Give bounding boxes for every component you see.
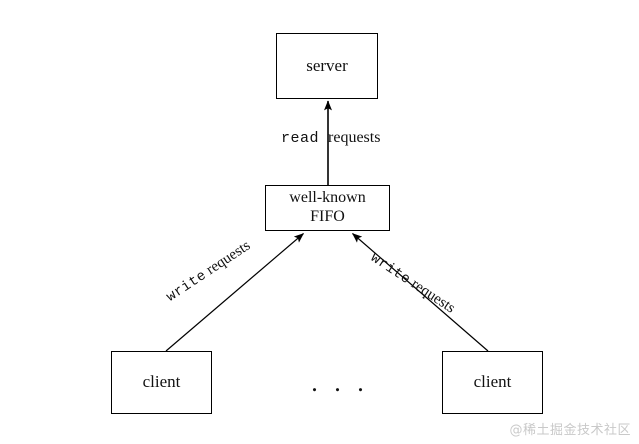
node-server: server [276, 33, 378, 99]
clients-ellipsis: . . . [311, 368, 369, 397]
node-fifo-label-line1: well-known [289, 189, 366, 207]
node-client-left: client [111, 351, 212, 414]
node-client-left-label: client [142, 372, 181, 392]
edge-label-read-keyword: read [281, 130, 320, 147]
node-fifo-label-line2: FIFO [310, 208, 345, 225]
watermark-text: @稀土掘金技术社区 [509, 423, 631, 438]
edge-client-right-to-fifo [352, 233, 489, 352]
edge-client-left-to-fifo [165, 233, 304, 352]
node-well-known-fifo: well-known FIFO [265, 185, 390, 231]
edge-label-read-requests: read requests [281, 129, 380, 147]
node-client-right: client [442, 351, 543, 414]
node-server-label: server [306, 55, 348, 75]
edge-label-read-suffix: requests [328, 129, 381, 146]
node-client-right-label: client [473, 372, 512, 392]
